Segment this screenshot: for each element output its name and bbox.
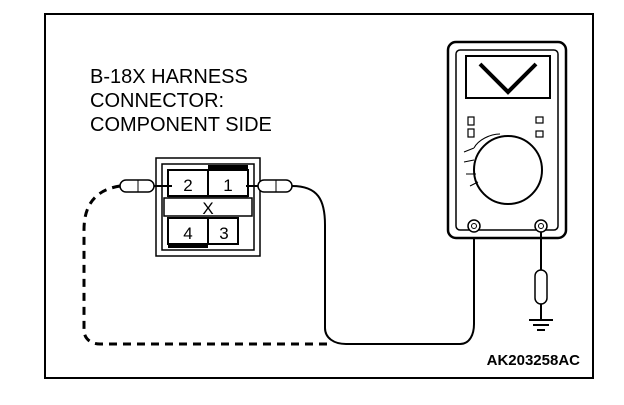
- connector-title-line-1: B-18X HARNESS: [90, 66, 248, 88]
- dashed-test-lead: [82, 184, 330, 346]
- meter-display: [465, 55, 551, 99]
- voltmeter-icon: [478, 62, 538, 95]
- connector-cross-mark: X: [202, 199, 213, 218]
- probe-left: [119, 179, 172, 193]
- pin-label-3: 3: [219, 224, 228, 243]
- solid-test-lead: [291, 185, 475, 345]
- pin-label-4: 4: [183, 224, 192, 243]
- pin-cavity-1: [207, 169, 249, 197]
- pin-label-2: 2: [183, 176, 192, 195]
- reference-code: AK203258AC: [486, 352, 580, 369]
- range-dial: [473, 135, 543, 205]
- connector-title-line-2: CONNECTOR:: [90, 90, 225, 112]
- connector-title-line-3: COMPONENT SIDE: [90, 114, 272, 136]
- pin-label-1: 1: [223, 176, 232, 195]
- harness-connector: X 2 1 4 3: [155, 157, 261, 257]
- voltmeter: [446, 40, 568, 240]
- pin-cavity-3: [207, 217, 239, 245]
- ground-lead: [529, 232, 553, 331]
